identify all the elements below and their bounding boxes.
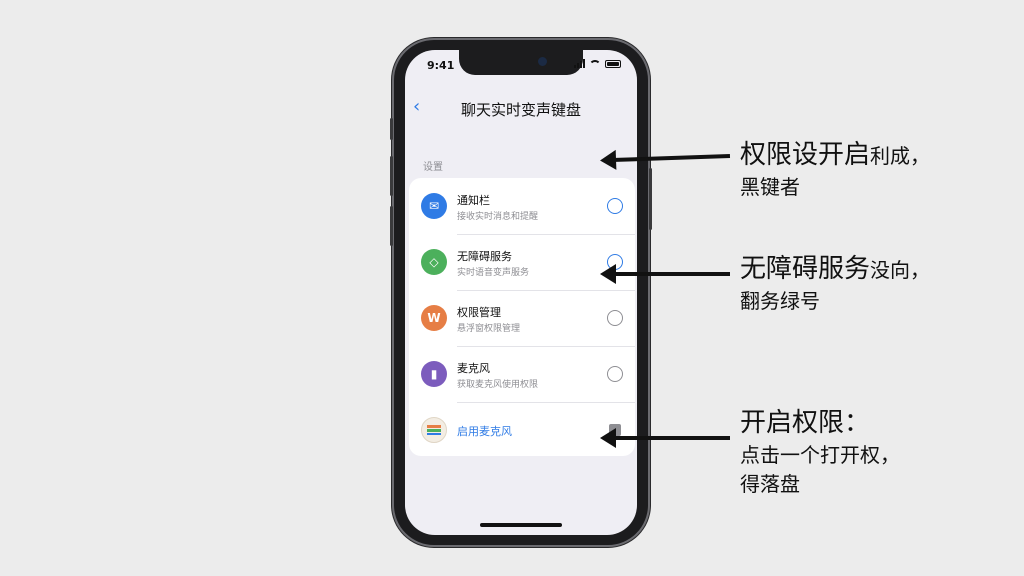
notch	[459, 50, 583, 75]
volume-down-button	[390, 206, 393, 246]
camera-icon	[538, 57, 547, 66]
callout-2: 无障碍服务没向， 翻务绿号	[740, 248, 930, 314]
callout-1-line2: 黑键者	[740, 175, 800, 199]
back-chevron-icon[interactable]: ‹	[413, 96, 421, 117]
list-item-permissions[interactable]: W 权限管理 悬浮窗权限管理	[409, 290, 635, 346]
enable-mic-link[interactable]: 启用麦克风	[457, 425, 512, 438]
callout-2-line2: 翻务绿号	[740, 289, 820, 313]
callout-3: 开启权限： 点击一个打开权， 得落盘	[740, 402, 900, 497]
settings-card: ✉ 通知栏 接收实时消息和提醒 ◇ 无障碍服务 实时语音变声服务 W 权限管理 …	[409, 178, 635, 456]
radio-button[interactable]	[607, 366, 623, 382]
status-icons	[574, 59, 621, 68]
keyboard-icon	[421, 417, 447, 443]
row-subtitle: 实时语音变声服务	[457, 268, 530, 278]
mail-icon: ✉	[421, 193, 447, 219]
row-title: 权限管理	[457, 306, 501, 319]
row-title: 麦克风	[457, 362, 490, 375]
page-title: 聊天实时变声键盘	[460, 101, 581, 119]
mute-switch	[390, 118, 393, 140]
phone-screen: 9:41 ‹ 聊天实时变声键盘 设置 ✉ 通知栏 接收实时消息和提醒 ◇ 无障碍…	[405, 50, 637, 535]
wifi-icon	[589, 59, 601, 68]
callout-1-suffix: 利成，	[870, 144, 931, 168]
volume-up-button	[390, 156, 393, 196]
callout-2-suffix: 没向，	[870, 258, 931, 282]
arrow-2-icon	[600, 264, 730, 284]
phone-frame: 9:41 ‹ 聊天实时变声键盘 设置 ✉ 通知栏 接收实时消息和提醒 ◇ 无障碍…	[390, 40, 652, 545]
row-title: 无障碍服务	[457, 250, 512, 263]
list-item-accessibility[interactable]: ◇ 无障碍服务 实时语音变声服务	[409, 234, 635, 290]
row-title: 通知栏	[457, 194, 490, 207]
arrow-3-icon	[600, 428, 730, 448]
radio-button[interactable]	[607, 310, 623, 326]
signal-icon	[574, 59, 585, 68]
callout-3-line3: 得落盘	[740, 472, 800, 496]
list-item-microphone[interactable]: ▮ 麦克风 获取麦克风使用权限	[409, 346, 635, 402]
callout-3-title: 开启权限：	[740, 408, 871, 438]
row-subtitle: 接收实时消息和提醒	[457, 212, 539, 222]
callout-1-title: 权限设开启	[740, 140, 871, 170]
power-button	[649, 168, 652, 230]
list-item-notification[interactable]: ✉ 通知栏 接收实时消息和提醒	[409, 178, 635, 234]
callout-2-title: 无障碍服务	[740, 254, 871, 284]
background-stage: 9:41 ‹ 聊天实时变声键盘 设置 ✉ 通知栏 接收实时消息和提醒 ◇ 无障碍…	[6, 4, 1018, 570]
wave-icon: W	[421, 305, 447, 331]
tag-icon: ◇	[421, 249, 447, 275]
battery-icon	[605, 59, 621, 68]
row-subtitle: 获取麦克风使用权限	[457, 380, 539, 390]
microphone-icon: ▮	[421, 361, 447, 387]
callout-3-line2: 点击一个打开权，	[740, 443, 900, 467]
section-label: 设置	[423, 162, 443, 173]
status-time: 9:41	[427, 59, 455, 72]
row-subtitle: 悬浮窗权限管理	[457, 324, 521, 334]
callout-1: 权限设开启利成， 黑键者	[740, 134, 930, 200]
home-indicator	[480, 523, 562, 527]
radio-button[interactable]	[607, 198, 623, 214]
